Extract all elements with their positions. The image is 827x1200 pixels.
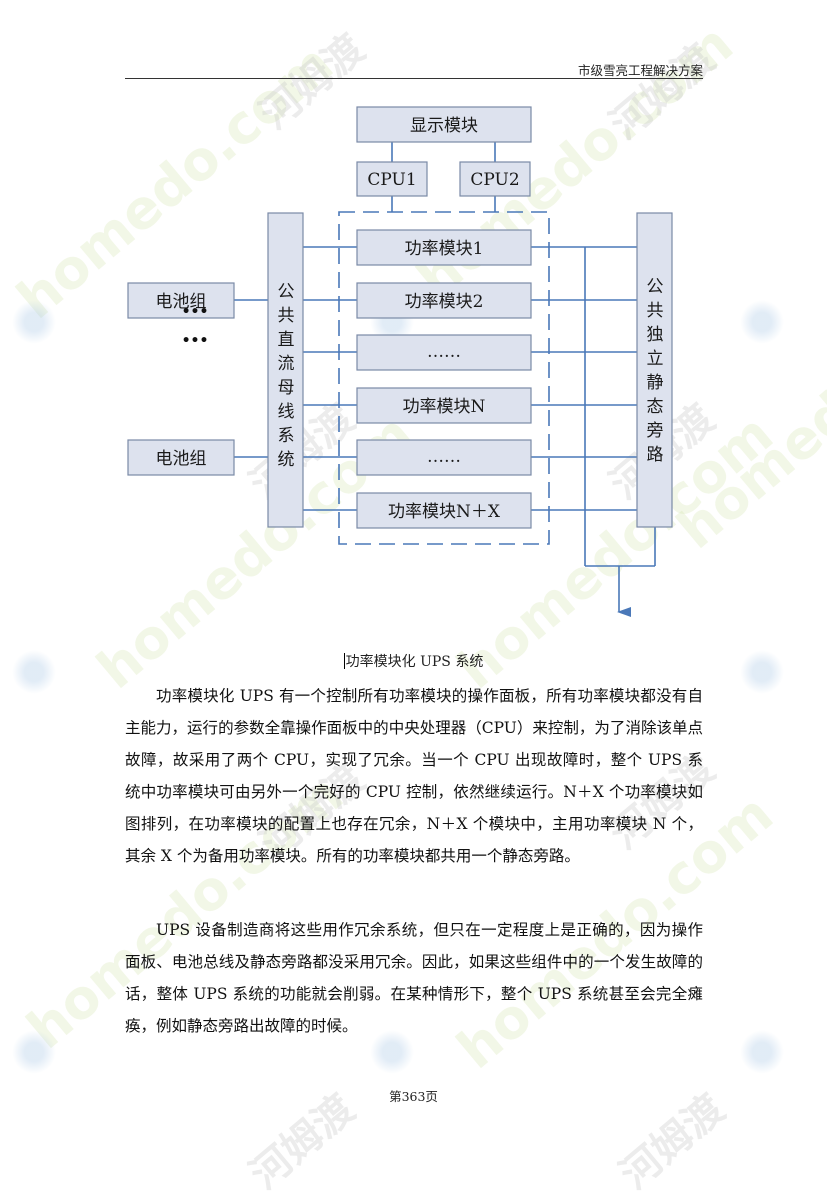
power-module-box [356,334,532,371]
power-module-label: 功率模块N＋X [388,502,501,522]
figure-caption-text: 功率模块化 UPS 系统 [345,654,484,670]
cpu2-box [459,161,531,197]
power-module-box [356,229,532,266]
dc-bus-box [267,212,304,528]
battery-group-box [127,439,235,476]
battery-group-label: 电池组 [156,449,207,469]
power-module-label: 功率模块2 [405,292,484,312]
power-module-label: 功率模块1 [405,239,484,259]
display-module-box [356,106,532,143]
battery-group-label: 电池组 [156,292,207,312]
redundancy-enclosure [338,211,550,545]
header-divider [125,78,703,79]
body-paragraph: UPS 设备制造商将这些用作冗余系统，但只在一定程度上是正确的，因为操作面板、电… [125,921,703,1035]
cpu1-label: CPU1 [367,170,416,190]
power-module-label: …… [427,342,461,362]
page-header-title: 市级雪亮工程解决方案 [577,63,703,78]
body-paragraph: 功率模块化 UPS 有一个控制所有功率模块的操作面板，所有功率模块都没有自主能力… [125,687,703,865]
ups-diagram: 显示模块 CPU1 CPU2 功率模块1 功率模块2 …… 功率模块N …… 功… [127,106,673,617]
cpu2-label: CPU2 [470,170,519,190]
watermark-flower-icon [740,650,784,694]
power-module-box [356,282,532,319]
static-bypass-box [636,212,673,528]
watermark-flower-icon [740,300,784,344]
watermark-flower-icon [12,300,56,344]
battery-ellipsis: ••• [182,333,209,349]
battery-ellipsis: ••• [182,304,209,320]
power-module-box [356,492,532,529]
battery-group-box [127,282,235,319]
cpu1-box [356,161,428,197]
dc-bus-label: 公共直流母线系统 [278,282,295,470]
power-module-label: 功率模块N [403,397,486,417]
watermark-flower-icon [740,1030,784,1074]
page-number: 第363页 [389,1089,438,1104]
figure-caption: 功率模块化 UPS 系统 [0,651,827,671]
power-module-box [356,439,532,476]
watermark-flower-icon [12,650,56,694]
power-module-box [356,387,532,424]
watermark-flower-icon [370,1030,414,1074]
display-module-label: 显示模块 [410,116,478,136]
text-cursor [343,653,345,669]
power-module-label: …… [427,447,461,467]
connector-lines [234,142,656,617]
watermark-flower-icon [12,1030,56,1074]
static-bypass-label: 公共独立静态旁路 [647,277,664,465]
